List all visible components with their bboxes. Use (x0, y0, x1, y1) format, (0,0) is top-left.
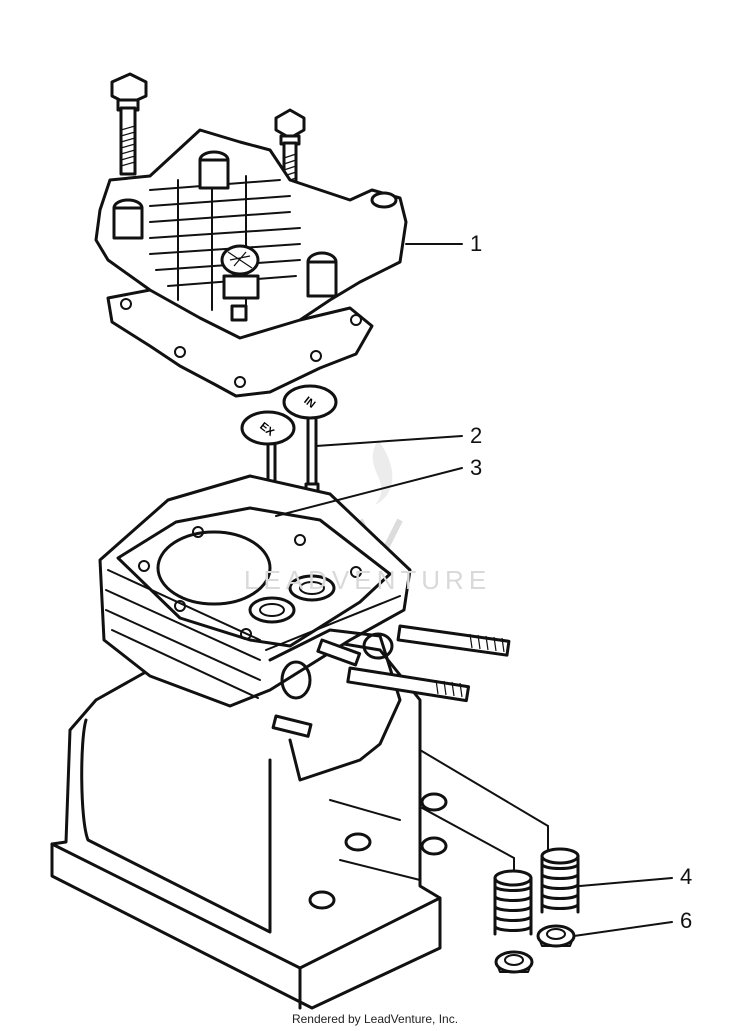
tappet-right (316, 638, 362, 667)
engine-block (50, 474, 448, 1010)
tappet-left (271, 714, 313, 738)
callout-6: 6 (680, 908, 693, 933)
head-bolt-right (274, 108, 306, 190)
spring-retainer-right (536, 924, 576, 948)
valve-spring-right (540, 847, 580, 914)
valve-exhaust (240, 410, 296, 518)
callout-leader-lines (275, 243, 673, 937)
stud-lower (346, 666, 471, 703)
callout-4: 4 (680, 864, 693, 889)
callout-3: 3 (470, 455, 483, 480)
render-credit: Rendered by LeadVenture, Inc. (291, 1012, 459, 1026)
callout-1: 1 (470, 231, 483, 256)
valve-spring-left (493, 869, 533, 936)
valve-intake (282, 384, 338, 496)
cylinder-head (94, 128, 408, 398)
head-bolt-left (110, 72, 148, 176)
stud-upper (396, 624, 511, 657)
callout-2: 2 (470, 423, 483, 448)
watermark-text: LEADVENTURE (244, 565, 492, 595)
spring-retainer-left (494, 950, 534, 974)
